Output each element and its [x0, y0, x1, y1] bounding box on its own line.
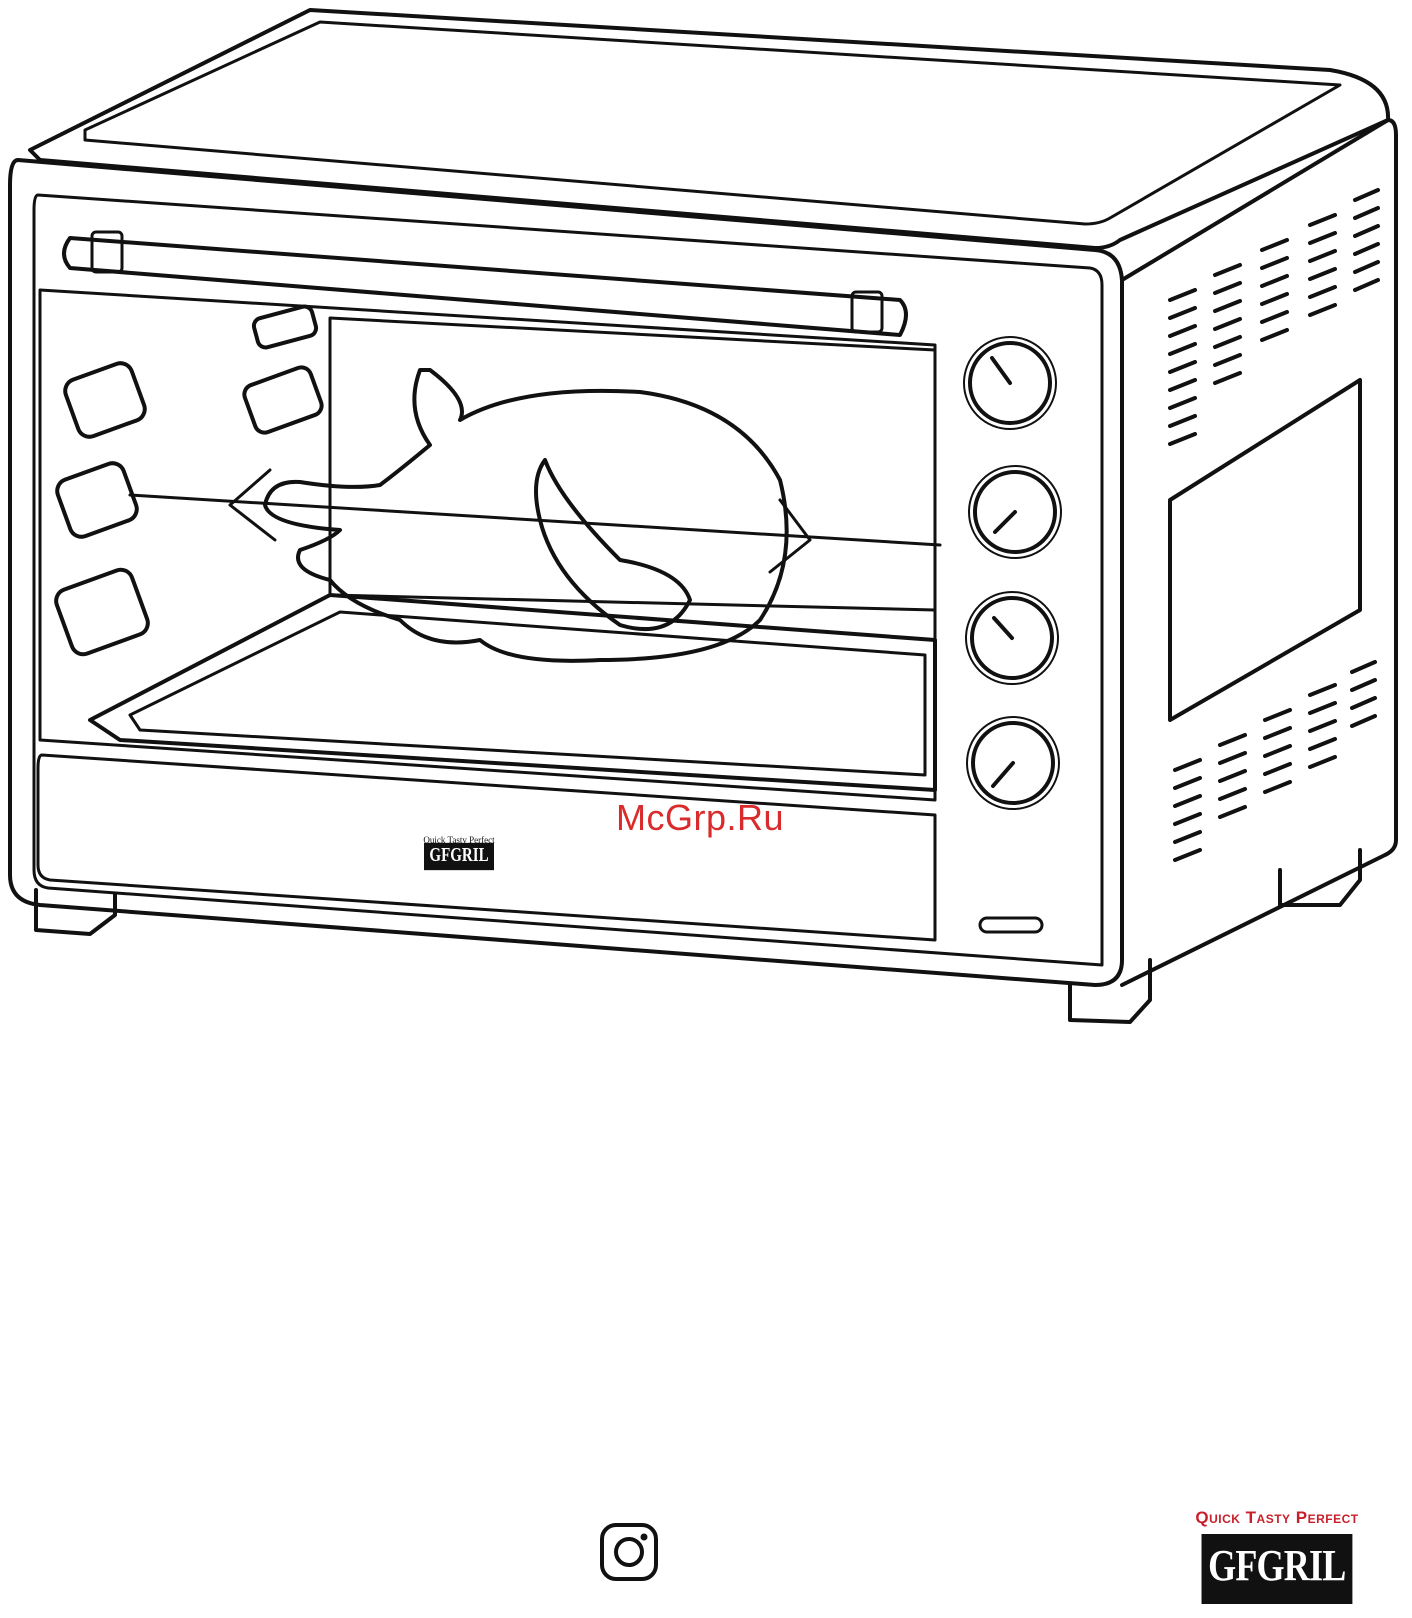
- side-vents: [1170, 190, 1378, 860]
- watermark-text: McGrp.Ru: [616, 797, 784, 839]
- door-handle: [64, 238, 906, 335]
- chicken: [265, 370, 787, 661]
- indicator-light: [980, 918, 1042, 932]
- oven-window: [40, 290, 935, 800]
- foot-back-right: [1280, 850, 1360, 905]
- oven-back-wall: [330, 318, 935, 610]
- brand-logo-plate: GFGRIL: [1202, 1534, 1353, 1604]
- instagram-icon[interactable]: [598, 1521, 660, 1583]
- oven-top-inner: [85, 22, 1340, 224]
- brand-logo: Quick Tasty Perfect GFGRIL: [1150, 1508, 1404, 1604]
- oven-side-window: [1170, 380, 1360, 720]
- oven-logo-plate: GFGRIL: [424, 843, 493, 870]
- foot-front-left: [36, 890, 115, 934]
- foot-front-right: [1070, 960, 1150, 1022]
- interior-slots: [53, 305, 325, 658]
- control-knobs: [964, 337, 1061, 809]
- oven-side-panel: [1122, 120, 1396, 985]
- brand-tagline: Quick Tasty Perfect: [1150, 1508, 1404, 1528]
- oven-front-logo: Quick Tasty Perfect GFGRIL: [404, 835, 514, 867]
- oven-illustration: [0, 0, 1412, 1060]
